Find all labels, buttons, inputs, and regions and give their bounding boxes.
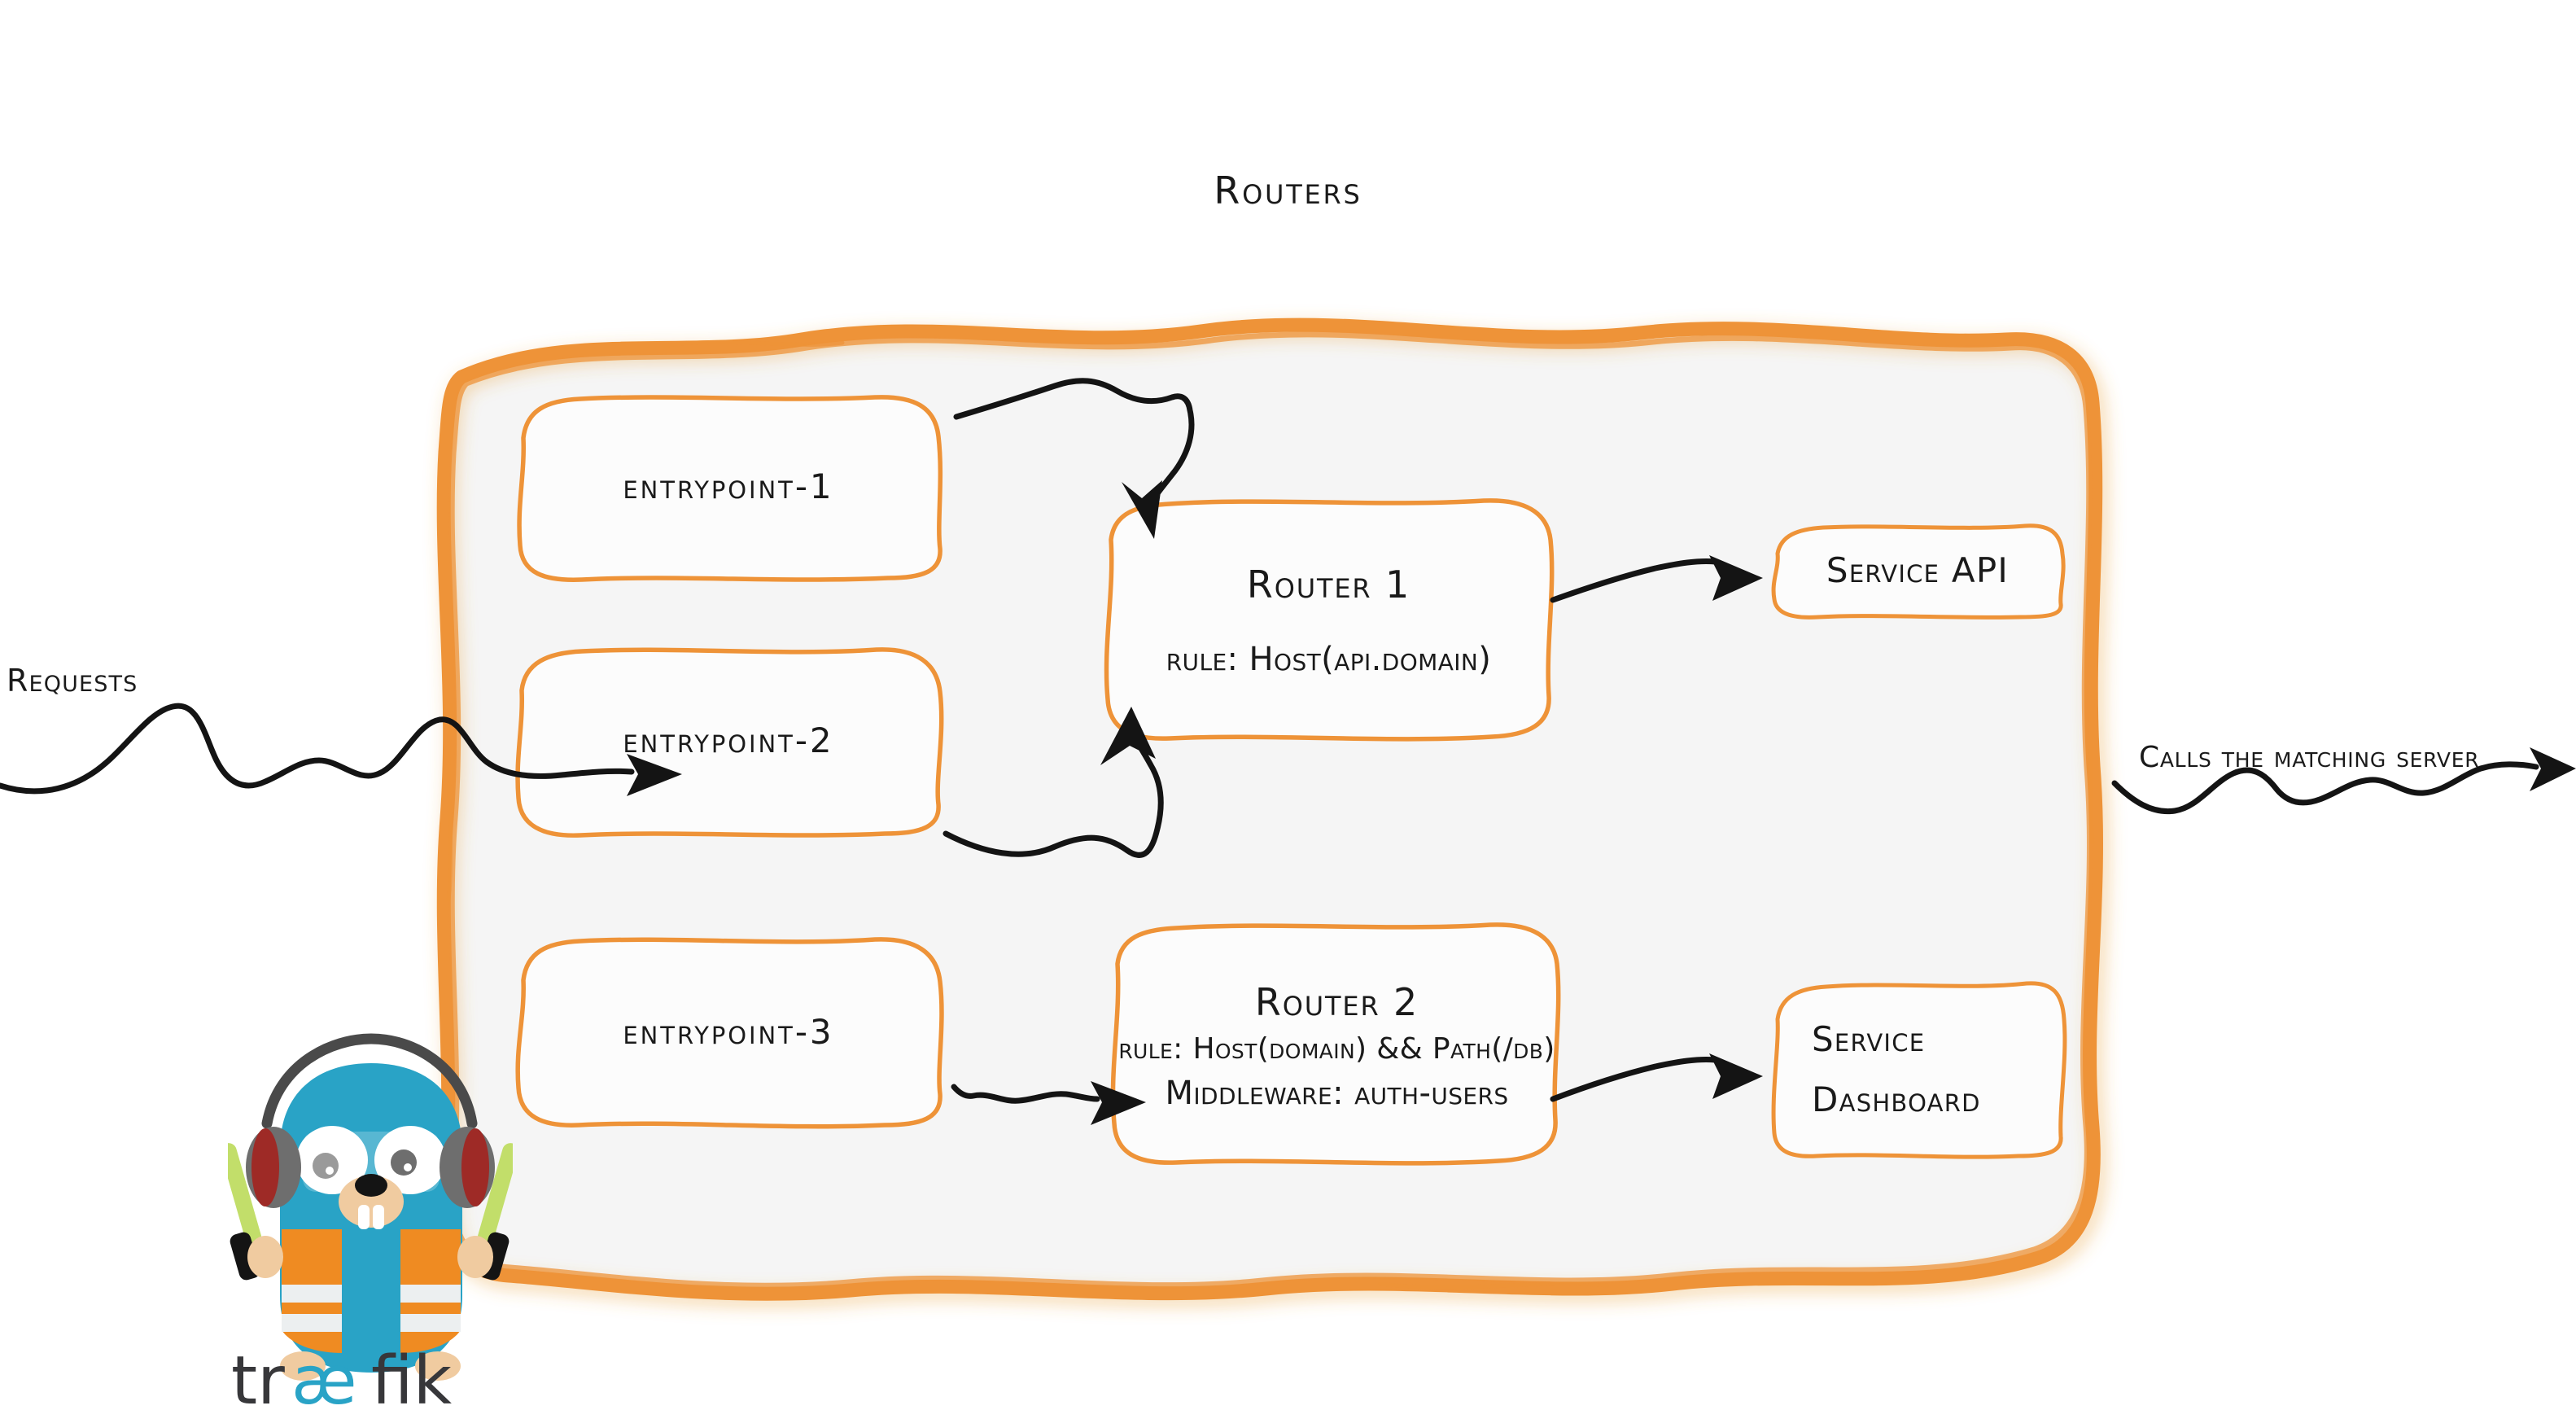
entrypoint-3-node[interactable]: entrypoint-3	[509, 935, 948, 1130]
router-2-middleware: Middleware: auth-users	[1165, 1074, 1509, 1112]
headphone-ear-cups	[246, 1127, 495, 1208]
traefik-logo: tr æ fik	[228, 1027, 513, 1410]
router-2-rule: rule: Host(domain) && Path(/db)	[1118, 1032, 1555, 1066]
router-2-node[interactable]: Router 2 rule: Host(domain) && Path(/db)…	[1103, 918, 1571, 1175]
router-1-rule: rule: Host(api.domain)	[1166, 640, 1492, 678]
entrypoint-1-label: entrypoint-1	[623, 466, 834, 506]
service-dashboard-node[interactable]: Service Dashboard	[1766, 977, 2069, 1163]
entrypoint-2-label: entrypoint-2	[623, 720, 834, 760]
entrypoint-3-label: entrypoint-3	[623, 1011, 834, 1052]
service-dashboard-line1: Service	[1812, 1018, 1926, 1059]
service-dashboard-line2: Dashboard	[1812, 1079, 1981, 1119]
entrypoint-2-node[interactable]: entrypoint-2	[509, 643, 948, 839]
page-title: Routers	[1214, 169, 1362, 212]
logo-wordmark-post: fik	[371, 1342, 453, 1410]
router-1-title: Router 1	[1246, 563, 1411, 607]
router-2-title: Router 2	[1254, 980, 1419, 1025]
logo-wordmark-accent: æ	[291, 1342, 357, 1410]
calls-label: Calls the matching server	[2139, 741, 2480, 774]
router-1-node[interactable]: Router 1 rule: Host(api.domain)	[1095, 493, 1563, 749]
entrypoint-1-node[interactable]: entrypoint-1	[509, 389, 948, 585]
requests-label: Requests	[7, 663, 138, 698]
service-api-label: Service API	[1826, 550, 2010, 590]
service-api-node[interactable]: Service API	[1766, 521, 2069, 620]
logo-wordmark-pre: tr	[231, 1342, 285, 1410]
